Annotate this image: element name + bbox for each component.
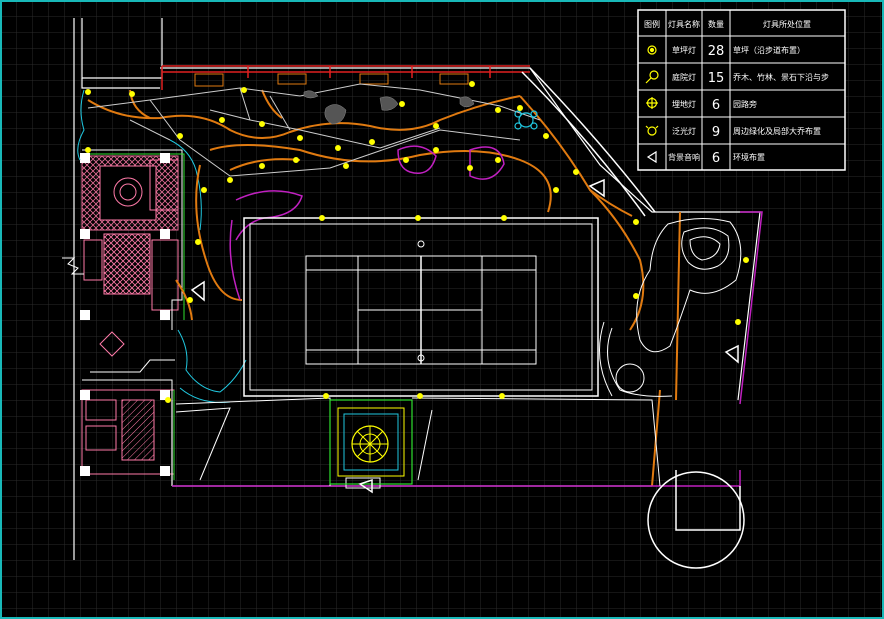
north-rocks: [303, 90, 475, 125]
legend-row-position: 草坪（沿步道布置）: [733, 45, 805, 55]
west-columns: [80, 153, 170, 476]
legend-header-position: 灯具所处位置: [763, 19, 811, 29]
east-diagonal-wall: [521, 67, 656, 217]
courtyard-lamp-icon: [645, 70, 659, 84]
northeast-water-feature: [514, 110, 538, 130]
legend-row-position: 乔木、竹林、景石下沿与步: [733, 72, 829, 82]
west-stream: [77, 89, 247, 403]
legend-row-position: 园路旁: [733, 99, 757, 109]
legend-row-position: 环境布置: [733, 152, 765, 162]
legend-header-qty: 数量: [708, 19, 724, 29]
legend-row-qty: 28: [708, 44, 725, 59]
speaker-symbols: [190, 178, 739, 494]
west-green-edge: [84, 153, 185, 480]
buried-lamp-icon: [646, 97, 658, 109]
west-pavilion: [81, 155, 179, 475]
legend-header-name: 灯具名称: [668, 19, 700, 29]
legend-row-name: 草坪灯: [672, 45, 696, 55]
southeast-circle-plaza: [647, 470, 745, 569]
speaker-icon: [646, 150, 657, 164]
legend-row-name: 埋地灯: [672, 99, 696, 109]
legend-row-qty: 9: [712, 125, 720, 140]
legend-row-name: 背景音响: [668, 152, 700, 162]
legend-row-qty: 6: [712, 151, 720, 166]
east-rockery: [599, 218, 742, 397]
west-pavilion-outline: [82, 149, 183, 486]
north-wall: [161, 65, 530, 90]
legend-row-qty: 15: [708, 71, 725, 86]
fountain: [329, 399, 413, 485]
legend-row-name: 泛光灯: [672, 126, 696, 136]
flood-lamp-icon: [645, 125, 659, 136]
north-trellis: [194, 73, 469, 87]
legend-row-name: 庭院灯: [672, 72, 696, 82]
legend-row-qty: 6: [712, 98, 720, 113]
lighting-circuit-lines: [87, 83, 541, 177]
legend-table: 图例 灯具名称 数量 灯具所处位置 草坪灯 28 草坪（沿步道布置） 庭院灯 1…: [637, 9, 846, 171]
lawn-lamps: [85, 81, 749, 403]
legend-row-position: 周边绿化及局部大乔布置: [733, 126, 821, 136]
legend-header-symbol: 图例: [644, 19, 660, 29]
lawn-lamp-icon: [647, 45, 657, 55]
break-line: [62, 257, 84, 275]
